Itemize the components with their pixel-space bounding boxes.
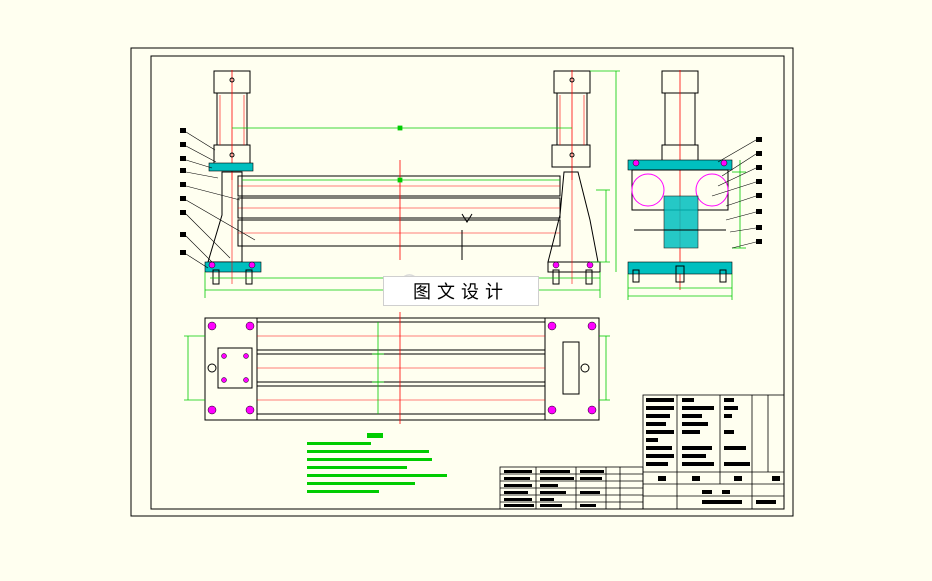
front-view [180,70,620,298]
right-cylinder [551,70,591,180]
outer-frame [130,47,794,517]
title-block [499,394,785,510]
title-block-text-marks [504,398,780,507]
front-leaders [185,131,256,269]
left-support [204,171,262,285]
front-balloons [180,128,186,255]
left-cylinder [208,70,254,180]
top-view [184,312,610,424]
watermark-label: 图文设计 [383,276,539,306]
inner-frame [150,55,785,510]
surface-roughness-mark [461,213,473,260]
right-support [547,171,601,285]
side-view [627,70,762,300]
roller-stack [237,160,561,260]
technical-notes [307,433,447,493]
